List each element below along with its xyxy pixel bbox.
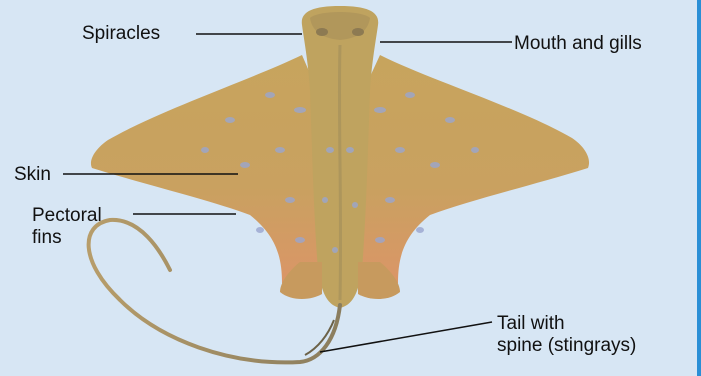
dorsal-ridge bbox=[339, 45, 340, 300]
label-pectoral-line-2: fins bbox=[32, 227, 62, 248]
label-mouth-and-gills: Mouth and gills bbox=[514, 33, 642, 54]
pectoral-fin-right bbox=[350, 55, 589, 295]
label-pectoral-line-1: Pectoral bbox=[32, 205, 102, 226]
spiracle-left bbox=[316, 28, 328, 36]
label-skin: Skin bbox=[14, 164, 51, 185]
label-tail-line-1: Tail with bbox=[497, 313, 565, 334]
spiracle-right bbox=[352, 28, 364, 36]
pectoral-fin-left bbox=[91, 55, 330, 295]
leader-tail bbox=[320, 322, 492, 352]
right-border-accent bbox=[697, 0, 701, 376]
label-spiracles: Spiracles bbox=[82, 23, 160, 44]
label-tail-line-2: spine (stingrays) bbox=[497, 335, 636, 356]
